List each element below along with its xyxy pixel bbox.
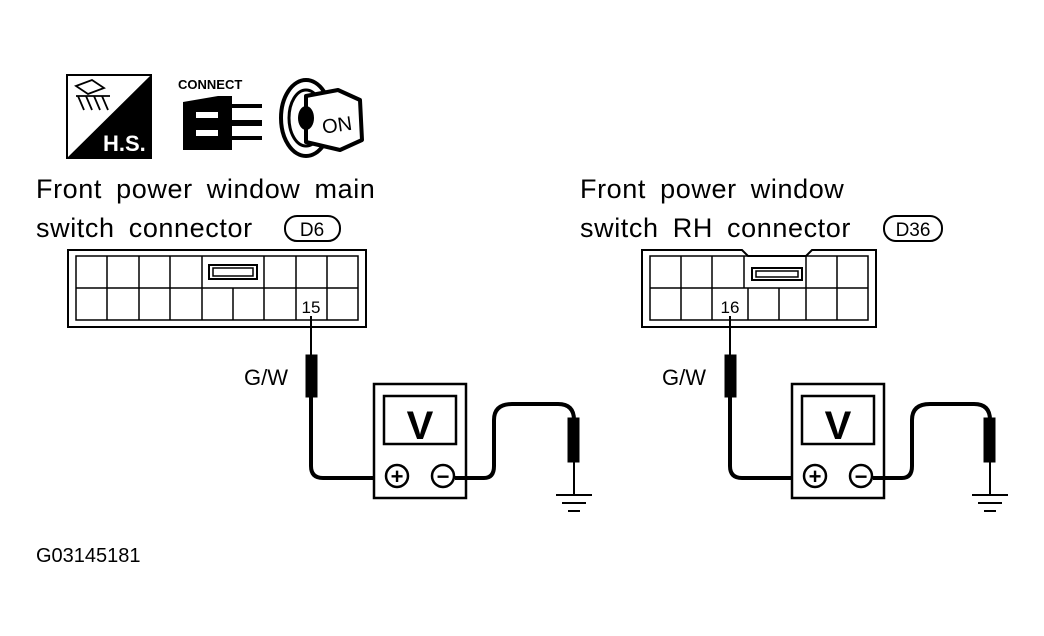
harness-sheet-icon: H.S. bbox=[66, 74, 152, 159]
left-wire-color: G/W bbox=[244, 365, 288, 390]
right-voltmeter-label: V bbox=[825, 404, 852, 448]
right-negative-lead bbox=[873, 402, 996, 494]
svg-text:H.S.: H.S. bbox=[103, 131, 146, 156]
right-positive-lead bbox=[724, 316, 804, 480]
left-connector-title-line1: Front power window main bbox=[36, 174, 375, 204]
right-connector-code-badge bbox=[883, 215, 943, 242]
left-minus-terminal: − bbox=[437, 464, 450, 489]
left-pin-number: 15 bbox=[302, 298, 321, 317]
left-connector-title-line2: switch connector bbox=[36, 213, 253, 243]
connector-disconnect-icon: CONNECT bbox=[178, 77, 262, 150]
right-plus-terminal: + bbox=[809, 464, 822, 489]
left-ground-icon bbox=[556, 494, 592, 512]
left-connector-code: D6 bbox=[300, 220, 324, 241]
right-voltmeter bbox=[790, 382, 886, 500]
left-positive-lead bbox=[305, 316, 384, 480]
ignition-key-on-icon: ON bbox=[279, 78, 364, 158]
left-plus-terminal: + bbox=[391, 464, 404, 489]
right-pin-number: 16 bbox=[721, 298, 740, 317]
right-connector bbox=[641, 249, 877, 328]
right-pin-box bbox=[716, 294, 744, 316]
left-pin-box bbox=[298, 294, 325, 316]
left-connector bbox=[67, 249, 367, 328]
figure-id: G03145181 bbox=[36, 545, 141, 567]
right-minus-terminal: − bbox=[855, 464, 868, 489]
right-connector-title-line1: Front power window bbox=[580, 174, 844, 204]
right-connector-code: D36 bbox=[896, 220, 931, 241]
svg-text:ON: ON bbox=[321, 113, 354, 139]
svg-text:CONNECT: CONNECT bbox=[178, 77, 242, 92]
left-voltmeter bbox=[372, 382, 468, 500]
right-wire-color: G/W bbox=[662, 365, 706, 390]
left-negative-lead bbox=[455, 402, 580, 494]
left-connector-code-badge bbox=[284, 215, 341, 242]
right-ground-icon bbox=[972, 494, 1008, 512]
left-voltmeter-label: V bbox=[407, 404, 434, 448]
right-connector-title-line2: switch RH connector bbox=[580, 213, 851, 243]
